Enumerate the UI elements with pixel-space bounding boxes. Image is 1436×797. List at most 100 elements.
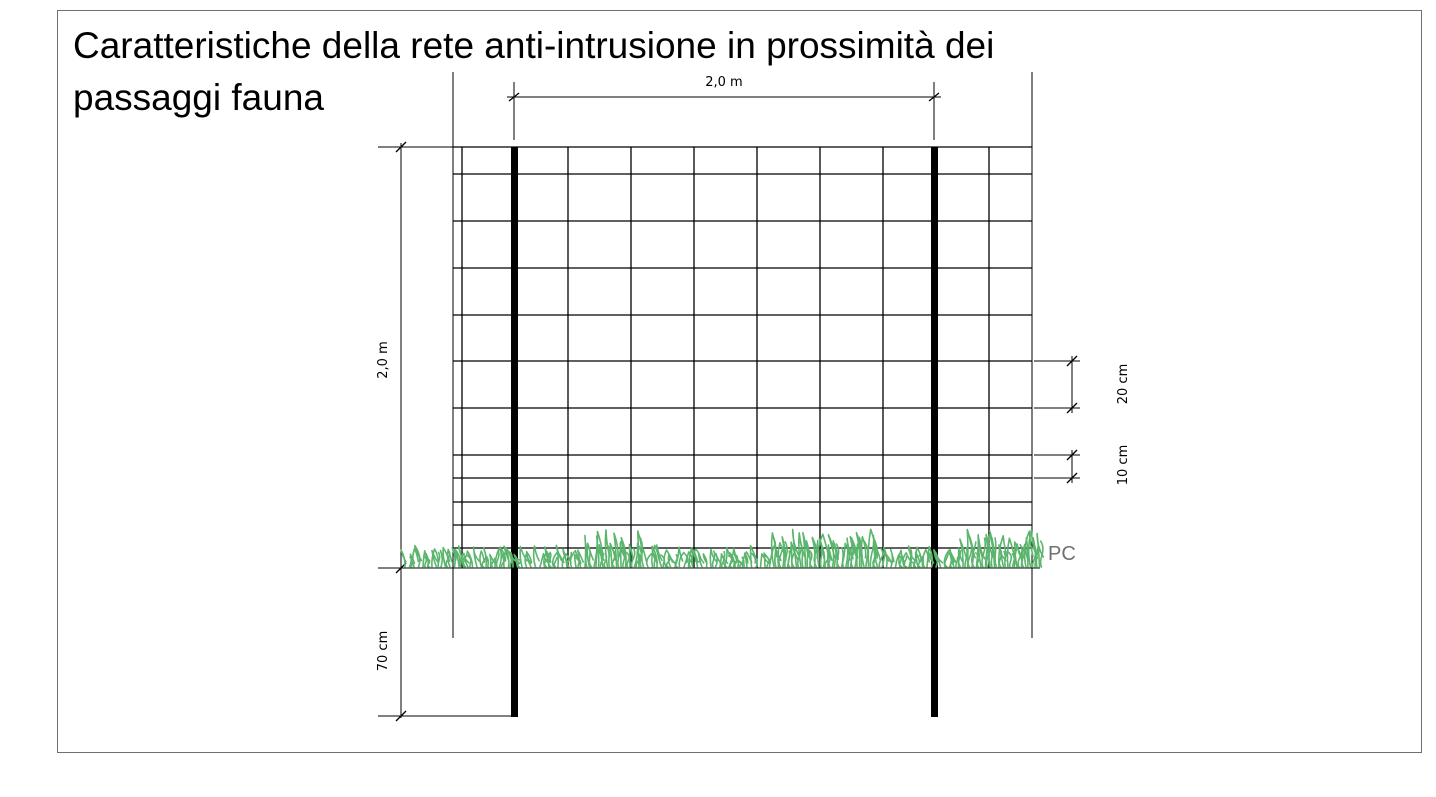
- grass-blade: [1036, 532, 1045, 568]
- grass-blade: [655, 544, 663, 568]
- grass-blade: [997, 535, 1009, 568]
- grass-blade: [604, 529, 611, 568]
- grass-blade: [841, 546, 845, 568]
- grass-blade: [479, 550, 486, 568]
- grass-blade: [743, 552, 749, 568]
- grass-blade: [532, 545, 540, 568]
- grass-blade: [959, 538, 968, 568]
- grass-blade: [678, 551, 689, 568]
- grass-blade: [964, 546, 968, 568]
- grass-blade: [525, 550, 533, 568]
- grass-blade: [640, 547, 648, 568]
- grass-blade: [459, 553, 464, 568]
- grass-blade: [910, 549, 913, 568]
- grass-blade: [977, 534, 984, 568]
- grass-blade: [764, 555, 770, 568]
- grass-blade: [1039, 540, 1044, 568]
- post-spacing-dimension: 2,0 m: [507, 75, 941, 102]
- grass-blade: [503, 547, 513, 568]
- grass-vegetation: [400, 528, 1045, 568]
- grass-blade: [882, 546, 890, 568]
- grass-blade: [971, 541, 977, 568]
- grass-blade: [437, 551, 441, 568]
- grass-blade: [898, 556, 903, 568]
- grass-blade: [697, 552, 705, 568]
- grass-blade: [957, 549, 962, 568]
- grass-blade: [566, 551, 573, 568]
- grass-blade: [1021, 548, 1028, 568]
- grass-blade: [791, 528, 800, 568]
- grass-blade: [446, 548, 453, 568]
- grass-blade: [651, 545, 658, 568]
- ground-level-label: PC: [1048, 543, 1076, 565]
- grass-blade: [577, 549, 584, 568]
- grass-blade: [431, 548, 439, 568]
- grass-blade: [625, 551, 630, 568]
- grass-blade: [486, 556, 490, 568]
- grass-blade: [548, 551, 552, 568]
- grass-blade: [454, 548, 461, 568]
- grass-blade: [928, 552, 935, 568]
- grass-blade: [949, 549, 955, 568]
- diagram-frame: [57, 10, 1422, 753]
- grass-blade: [562, 548, 569, 568]
- grass-blade: [619, 547, 626, 568]
- grass-blade: [1027, 529, 1038, 568]
- grass-blade: [517, 558, 522, 568]
- grass-blade: [955, 556, 959, 568]
- title-line-1: Caratteristiche della rete anti-intrusio…: [73, 25, 994, 66]
- grass-blade: [967, 547, 973, 568]
- grass-blade: [856, 543, 859, 568]
- grass-blade: [847, 547, 851, 568]
- grass-blade: [693, 549, 699, 568]
- grass-blade: [796, 547, 802, 568]
- grass-blade: [872, 551, 878, 568]
- grass-blade: [543, 553, 550, 568]
- grass-blade: [683, 551, 694, 568]
- grass-blade: [711, 550, 716, 568]
- grass-blade: [423, 555, 428, 568]
- grass-blade: [555, 544, 563, 568]
- grass-blade: [787, 550, 791, 568]
- grass-blade: [827, 550, 832, 568]
- title-line-2: passaggi fauna: [73, 77, 324, 118]
- grass-blade: [778, 546, 784, 568]
- mesh-20cm-label: 20 cm: [1116, 364, 1131, 405]
- grass-blade: [510, 552, 519, 568]
- grass-blade: [619, 542, 628, 568]
- grass-blade: [1006, 550, 1013, 568]
- burial-depth-label: 70 cm: [376, 631, 391, 672]
- grass-blade: [451, 547, 457, 568]
- grass-blade: [818, 537, 823, 568]
- burial-depth-dimension: 70 cm: [376, 631, 512, 717]
- grass-blade: [607, 545, 611, 568]
- grass-blade: [799, 541, 804, 568]
- grass-blade: [620, 536, 627, 568]
- grass-blade: [944, 551, 949, 568]
- grass-blade: [903, 556, 908, 568]
- grass-blade: [613, 532, 619, 568]
- mesh-spacing-20cm-dimension: 20 cm: [1034, 355, 1131, 414]
- grass-blade: [1023, 530, 1034, 568]
- grass-blade: [831, 542, 837, 568]
- mesh-spacing-10cm-dimension: 10 cm: [1034, 445, 1131, 485]
- grass-blade: [412, 547, 420, 568]
- grass-blade: [813, 539, 819, 568]
- grass-blade: [722, 550, 728, 568]
- grass-blade: [889, 548, 895, 568]
- grass-blade: [463, 552, 470, 568]
- grass-blade: [586, 542, 595, 568]
- grass-blade: [1017, 544, 1023, 568]
- grass-blade: [921, 555, 926, 568]
- grass-blade: [494, 547, 505, 568]
- grass-blade: [921, 548, 931, 568]
- grass-blade: [835, 543, 840, 568]
- grass-blade: [400, 549, 407, 568]
- grass-blade: [1003, 550, 1007, 568]
- grass-blade: [729, 552, 737, 568]
- grass-blade: [1025, 537, 1029, 568]
- grass-blade: [630, 547, 636, 568]
- grass-blade: [628, 543, 634, 568]
- grass-blade: [467, 551, 474, 568]
- grass-blade: [878, 547, 884, 568]
